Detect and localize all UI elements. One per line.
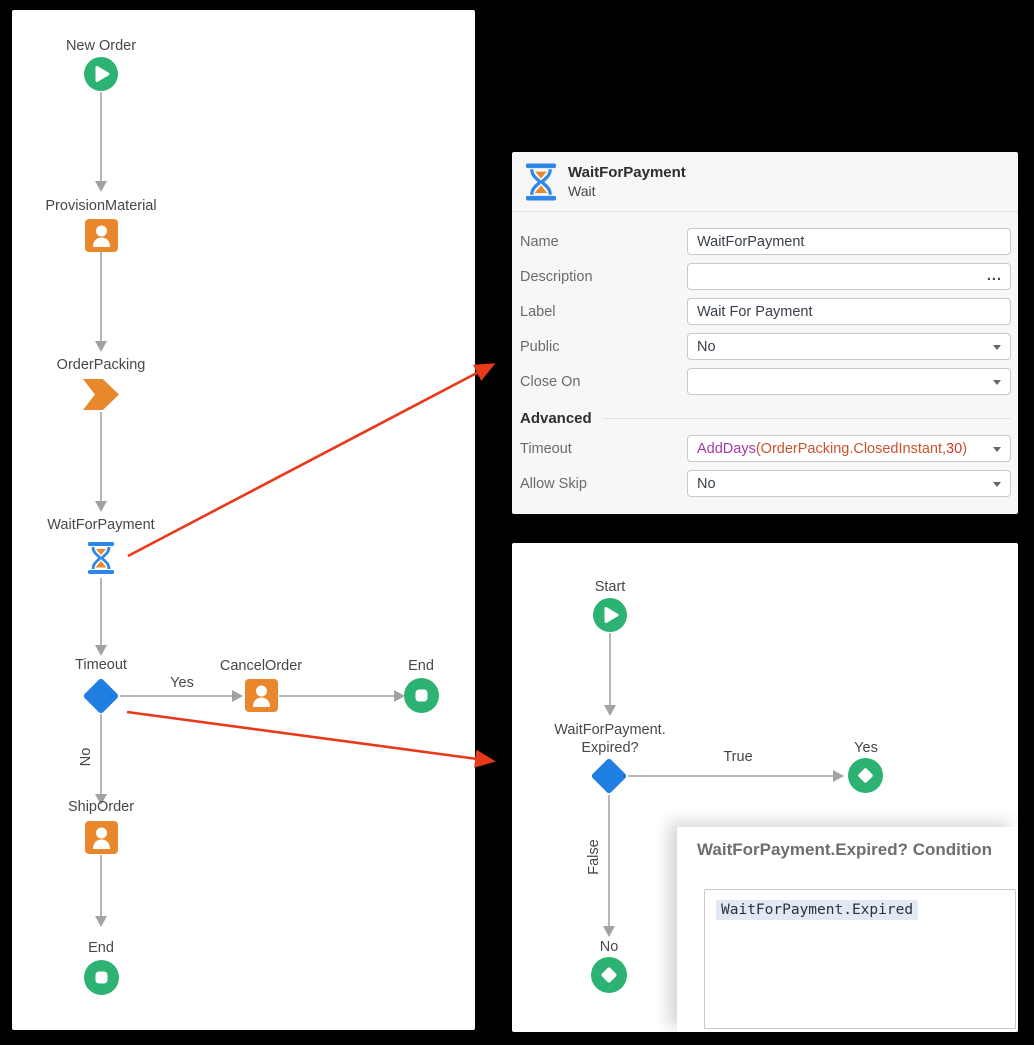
connector-line bbox=[120, 695, 232, 697]
connector-line bbox=[100, 412, 102, 501]
user-task-icon[interactable] bbox=[84, 821, 118, 854]
connector-arrowhead bbox=[394, 690, 405, 702]
node-label-end-ship: End bbox=[88, 940, 114, 956]
connector-line bbox=[100, 578, 102, 646]
properties-panel: WaitForPayment Wait Name WaitForPayment … bbox=[512, 152, 1018, 514]
connector-arrowhead bbox=[95, 181, 107, 192]
hourglass-wait-icon[interactable] bbox=[88, 542, 114, 574]
chevron-down-icon bbox=[993, 345, 1001, 350]
connector-line bbox=[609, 633, 611, 706]
field-label-description: Description bbox=[520, 268, 593, 285]
name-input[interactable]: WaitForPayment bbox=[687, 228, 1011, 255]
node-label-expired-line2: Expired? bbox=[581, 740, 639, 756]
result-diamond-icon[interactable] bbox=[591, 957, 627, 993]
description-input[interactable]: ... bbox=[687, 263, 1011, 290]
chevron-down-icon bbox=[993, 380, 1001, 385]
expression-close-paren: ) bbox=[962, 441, 968, 457]
condition-code-editor[interactable]: WaitForPayment.Expired bbox=[704, 889, 1016, 1029]
decision-diamond-icon[interactable] bbox=[590, 757, 628, 795]
properties-title: WaitForPayment bbox=[568, 164, 686, 181]
close-on-select[interactable] bbox=[687, 368, 1011, 395]
connector-arrowhead bbox=[95, 645, 107, 656]
user-task-icon[interactable] bbox=[244, 679, 278, 712]
connector-line bbox=[279, 695, 394, 697]
edge-label-yes: Yes bbox=[170, 675, 194, 691]
field-label-name: Name bbox=[520, 233, 559, 250]
connector-line bbox=[608, 795, 610, 926]
ellipsis-button[interactable]: ... bbox=[986, 268, 1002, 284]
advanced-heading: Advanced bbox=[520, 410, 592, 427]
node-label-new-order: New Order bbox=[65, 38, 137, 54]
node-label-timeout: Timeout bbox=[75, 657, 127, 673]
user-task-icon[interactable] bbox=[84, 219, 118, 252]
node-label-order-packing: OrderPacking bbox=[56, 357, 146, 373]
label-input[interactable]: Wait For Payment bbox=[687, 298, 1011, 325]
connector-arrowhead bbox=[604, 705, 616, 716]
properties-subtitle: Wait bbox=[568, 183, 596, 199]
chevron-down-icon bbox=[993, 447, 1001, 452]
end-stop-icon[interactable] bbox=[404, 678, 439, 713]
connector-arrowhead bbox=[833, 770, 844, 782]
allow-skip-select[interactable]: No bbox=[687, 470, 1011, 497]
field-label-label: Label bbox=[520, 303, 556, 320]
allow-skip-value: No bbox=[697, 476, 716, 492]
connector-arrowhead bbox=[95, 341, 107, 352]
result-diamond-icon[interactable] bbox=[848, 758, 883, 793]
node-label-cancel-order: CancelOrder bbox=[219, 658, 303, 674]
expression-number: 30 bbox=[946, 441, 963, 457]
properties-header: WaitForPayment Wait bbox=[512, 152, 1018, 212]
connector-line bbox=[628, 775, 833, 777]
edge-label-true: True bbox=[723, 749, 753, 765]
node-label-end-cancel: End bbox=[408, 658, 434, 674]
play-start-icon[interactable] bbox=[84, 57, 118, 91]
condition-code[interactable]: WaitForPayment.Expired bbox=[716, 900, 919, 920]
connector-line bbox=[100, 855, 102, 917]
connector-arrowhead bbox=[95, 916, 107, 927]
node-label-start: Start bbox=[594, 579, 626, 595]
hourglass-wait-icon bbox=[526, 163, 556, 201]
main-workflow-canvas: New Order ProvisionMaterial OrderPacking… bbox=[12, 10, 475, 1030]
connector-arrowhead bbox=[95, 501, 107, 512]
play-start-icon[interactable] bbox=[593, 598, 627, 632]
connector-line bbox=[100, 92, 102, 182]
edge-label-no: No bbox=[78, 747, 94, 767]
field-label-allow-skip: Allow Skip bbox=[520, 475, 587, 492]
advanced-rule bbox=[601, 418, 1011, 419]
node-label-expired-line1: WaitForPayment. bbox=[554, 722, 666, 738]
expression-reference: (OrderPacking.ClosedInstant, bbox=[755, 441, 947, 457]
node-label-ship-order: ShipOrder bbox=[67, 799, 135, 815]
connector-arrowhead bbox=[232, 690, 243, 702]
chevron-down-icon bbox=[993, 482, 1001, 487]
node-label-wait-for-payment: WaitForPayment bbox=[47, 517, 155, 533]
public-select[interactable]: No bbox=[687, 333, 1011, 360]
connector-line bbox=[100, 252, 102, 341]
timeout-expression-select[interactable]: AddDays(OrderPacking.ClosedInstant,30) bbox=[687, 435, 1011, 462]
field-label-public: Public bbox=[520, 338, 560, 355]
end-stop-icon[interactable] bbox=[83, 960, 119, 995]
decision-diamond-icon[interactable] bbox=[82, 677, 120, 715]
connector-line bbox=[100, 714, 102, 794]
field-label-close-on: Close On bbox=[520, 373, 581, 390]
node-label-provision-material: ProvisionMaterial bbox=[45, 198, 157, 214]
public-value: No bbox=[697, 339, 716, 355]
node-label-yes: Yes bbox=[854, 740, 878, 756]
node-label-no: No bbox=[599, 939, 619, 955]
connector-arrowhead bbox=[603, 926, 615, 937]
condition-title: WaitForPayment.Expired? Condition bbox=[697, 840, 992, 859]
edge-label-false: False bbox=[586, 839, 602, 875]
field-label-timeout: Timeout bbox=[520, 440, 572, 457]
connector-arrowhead bbox=[95, 794, 107, 805]
chevron-task-icon[interactable] bbox=[83, 379, 119, 410]
condition-editor-panel: WaitForPayment.Expired? Condition WaitFo… bbox=[677, 827, 1018, 1032]
expression-function: AddDays bbox=[697, 441, 756, 457]
